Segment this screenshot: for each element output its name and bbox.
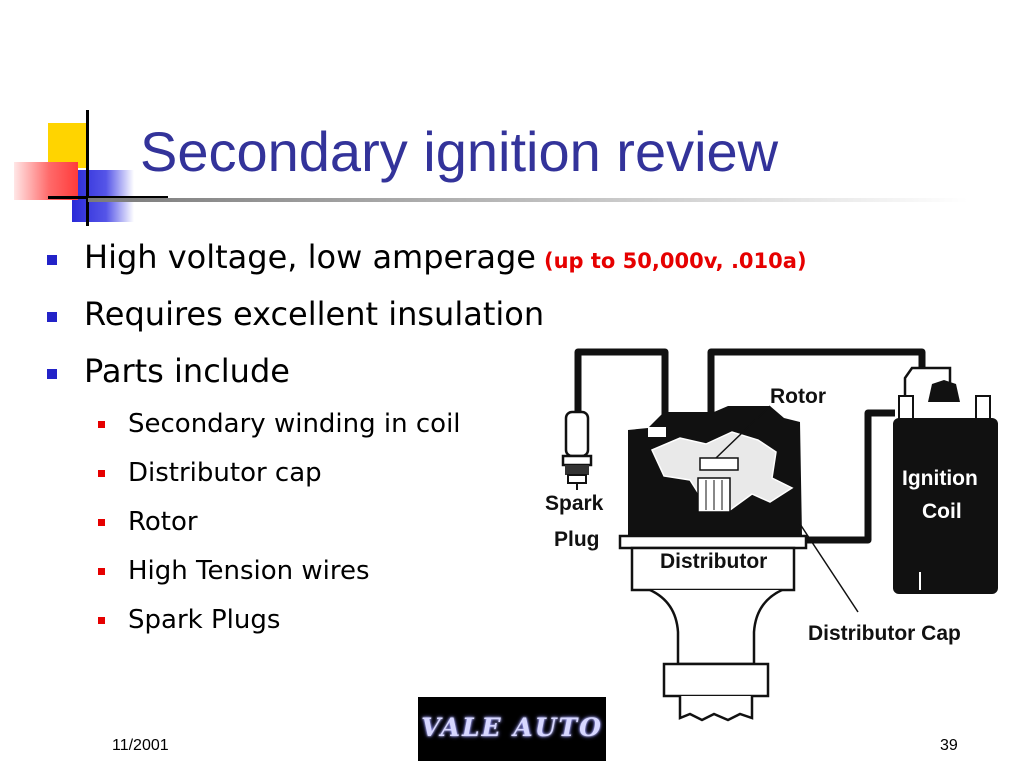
distributor-cap	[628, 406, 802, 536]
distributor-body	[618, 534, 808, 722]
bullet-text: Parts include	[84, 352, 290, 390]
sub-bullet-marker	[98, 617, 105, 624]
sub-bullet-marker	[98, 519, 105, 526]
sub-bullet-marker	[98, 470, 105, 477]
sub-bullet-item: Distributor cap	[128, 458, 322, 488]
sub-bullet-item: Spark Plugs	[128, 605, 281, 635]
label-distributor-cap: Distributor Cap	[808, 622, 961, 645]
bullet-marker	[47, 312, 57, 322]
red-square	[14, 162, 78, 200]
page-number: 39	[940, 737, 958, 754]
sub-bullet-item: Rotor	[128, 507, 198, 537]
footer-date: 11/2001	[112, 737, 169, 754]
label-spark: Spark	[545, 492, 604, 515]
sub-bullet-item: Secondary winding in coil	[128, 409, 461, 439]
ignition-coil	[893, 366, 998, 594]
bullet-item: Parts include	[84, 355, 290, 387]
company-logo: VALE AUTO	[418, 697, 606, 761]
label-rotor: Rotor	[770, 385, 826, 408]
yellow-square	[48, 123, 88, 168]
label-plug: Plug	[554, 528, 600, 551]
pointer-lines	[715, 405, 859, 613]
sub-bullet-marker	[98, 568, 105, 575]
bullet-marker	[47, 255, 57, 265]
bullet-marker	[47, 369, 57, 379]
slide-title: Secondary ignition review	[140, 120, 779, 183]
logo-text: VALE AUTO	[421, 713, 603, 742]
title-rule	[88, 198, 968, 202]
title-decoration	[0, 0, 180, 240]
bullet-text: Requires excellent insulation	[84, 295, 545, 333]
bullet-item: Requires excellent insulation	[84, 298, 544, 330]
bullet-emphasis: (up to 50,000v, .010a)	[543, 249, 807, 273]
label-distributor: Distributor	[660, 550, 767, 573]
ignition-diagram: Rotor Spark Plug Distributor Ignition Co…	[545, 348, 998, 722]
sub-bullet-item: High Tension wires	[128, 556, 370, 586]
bullet-text: High voltage, low amperage	[84, 238, 536, 276]
bullet-item: High voltage, low amperage (up to 50,000v…	[84, 241, 807, 273]
vertical-line	[86, 110, 89, 226]
spark-plug	[561, 410, 593, 490]
label-coil: Coil	[922, 500, 962, 523]
sub-bullet-marker	[98, 421, 105, 428]
label-ignition: Ignition	[902, 467, 978, 490]
horizontal-line	[48, 196, 168, 199]
